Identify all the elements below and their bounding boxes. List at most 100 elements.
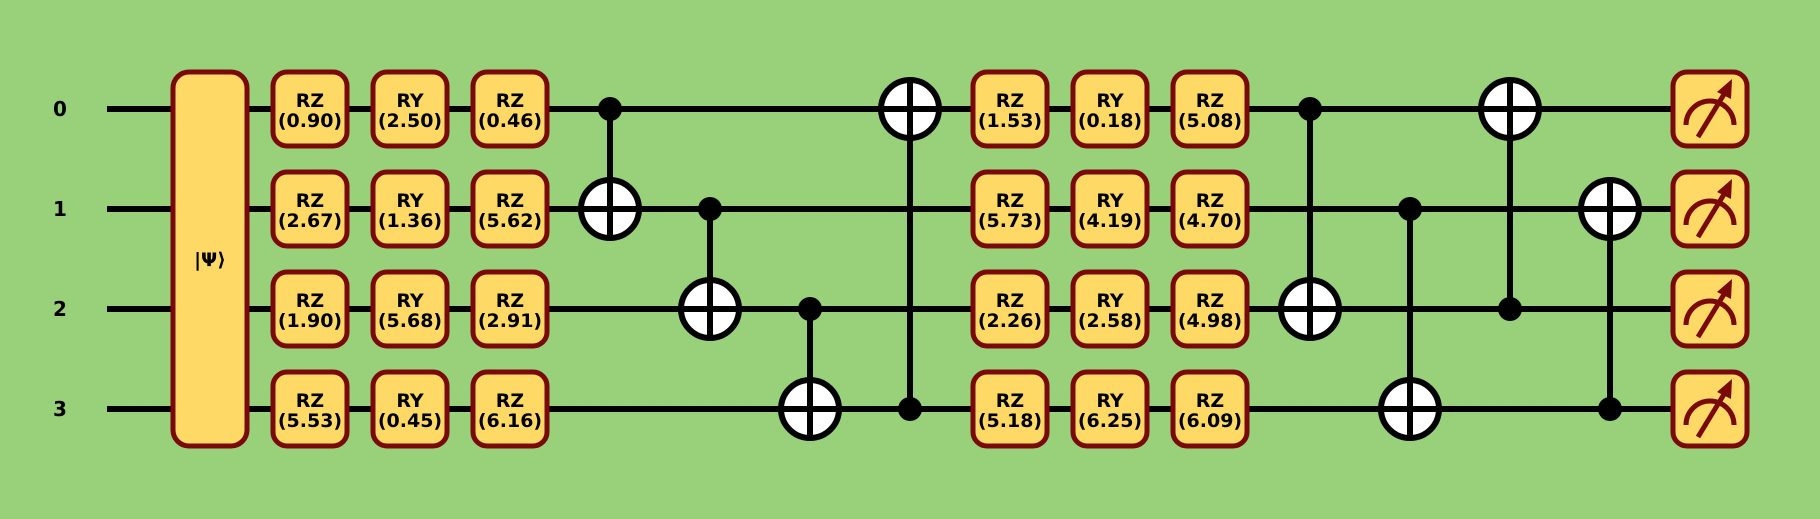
gate-box — [1170, 169, 1250, 249]
gate-rz-q2: RZ(4.98) — [1170, 269, 1250, 349]
state-prep-label: |Ψ⟩ — [194, 249, 226, 271]
gate-name: RY — [1096, 90, 1124, 112]
measurement-gate-q3 — [1670, 369, 1750, 449]
gate-box — [470, 269, 550, 349]
gate-name: RZ — [296, 190, 324, 212]
cnot-control-dot — [1298, 97, 1322, 121]
wires — [107, 106, 1745, 412]
gate-param: (5.18) — [978, 410, 1042, 432]
gate-box — [1070, 369, 1150, 449]
gate-ry-q0: RY(2.50) — [370, 69, 450, 149]
meter-arc — [1683, 298, 1737, 326]
gate-param: (5.68) — [378, 310, 442, 332]
meter-arrowhead — [1717, 79, 1732, 99]
gate-ry-q3: RY(6.25) — [1070, 369, 1150, 449]
gates: |Ψ⟩RZ(0.90)RZ(2.67)RZ(1.90)RZ(5.53)RY(2.… — [170, 69, 1750, 449]
meter-icon — [1683, 179, 1737, 239]
meter-arc — [1683, 98, 1737, 126]
gate-param: (4.19) — [1078, 210, 1142, 232]
meter-arc — [1683, 398, 1737, 426]
gate-box — [370, 269, 450, 349]
gate-rz-q2: RZ(2.91) — [470, 269, 550, 349]
meter-arc — [1683, 198, 1737, 226]
cnot-target — [678, 277, 742, 341]
qubit-label-2: 2 — [53, 297, 67, 321]
cnot-control-dot — [598, 97, 622, 121]
gate-param: (1.53) — [978, 110, 1042, 132]
meter-icon — [1683, 279, 1737, 339]
gate-name: RZ — [296, 290, 324, 312]
gate-box — [970, 69, 1050, 149]
gate-param: (5.53) — [278, 410, 342, 432]
meter-icon — [1683, 379, 1737, 439]
cnot-target — [778, 377, 842, 441]
meter-arrowhead — [1717, 179, 1732, 199]
gate-name: RZ — [996, 390, 1024, 412]
gate-box — [470, 69, 550, 149]
measurement-box — [1670, 369, 1750, 449]
cnot-connectors — [607, 109, 1613, 409]
meter-arrowhead — [1717, 279, 1732, 299]
cnot-control-dot — [798, 297, 822, 321]
gate-box — [1170, 69, 1250, 149]
gate-name: RZ — [496, 390, 524, 412]
gate-box — [270, 369, 350, 449]
gate-box — [370, 369, 450, 449]
gate-name: RY — [1096, 290, 1124, 312]
gate-rz-q1: RZ(2.67) — [270, 169, 350, 249]
gate-param: (2.91) — [478, 310, 542, 332]
gate-param: (0.18) — [1078, 110, 1142, 132]
gate-param: (5.08) — [1178, 110, 1242, 132]
gate-rz-q3: RZ(5.18) — [970, 369, 1050, 449]
gate-rz-q0: RZ(0.90) — [270, 69, 350, 149]
gate-param: (0.90) — [278, 110, 342, 132]
meter-icon — [1683, 79, 1737, 139]
gate-name: RY — [1096, 190, 1124, 212]
gate-name: RY — [396, 90, 424, 112]
measurement-gate-q0 — [1670, 69, 1750, 149]
gate-param: (5.62) — [478, 210, 542, 232]
measurement-box — [1670, 69, 1750, 149]
cnot-target — [1278, 277, 1342, 341]
gate-name: RZ — [996, 290, 1024, 312]
gate-param: (0.45) — [378, 410, 442, 432]
cnot-target — [1478, 77, 1542, 141]
gate-rz-q3: RZ(6.16) — [470, 369, 550, 449]
gate-rz-q3: RZ(6.09) — [1170, 369, 1250, 449]
state-prep-box — [170, 69, 250, 449]
gate-name: RZ — [1196, 390, 1224, 412]
gate-rz-q1: RZ(4.70) — [1170, 169, 1250, 249]
gate-box — [270, 169, 350, 249]
gate-box — [1070, 169, 1150, 249]
gate-param: (2.50) — [378, 110, 442, 132]
gate-rz-q1: RZ(5.62) — [470, 169, 550, 249]
gate-box — [270, 269, 350, 349]
gate-name: RY — [396, 390, 424, 412]
gate-box — [370, 69, 450, 149]
gate-param: (6.25) — [1078, 410, 1142, 432]
cnot-control-dot — [898, 397, 922, 421]
gate-rz-q2: RZ(2.26) — [970, 269, 1050, 349]
gate-box — [470, 169, 550, 249]
gate-rz-q3: RZ(5.53) — [270, 369, 350, 449]
gate-box — [1170, 269, 1250, 349]
gate-param: (1.90) — [278, 310, 342, 332]
gate-name: RY — [396, 290, 424, 312]
gate-param: (6.09) — [1178, 410, 1242, 432]
meter-arrowhead — [1717, 379, 1732, 399]
gate-name: RZ — [496, 290, 524, 312]
meter-needle — [1695, 389, 1729, 439]
cnot-target — [578, 177, 642, 241]
gate-ry-q0: RY(0.18) — [1070, 69, 1150, 149]
gate-box — [970, 369, 1050, 449]
gate-name: RZ — [296, 90, 324, 112]
gate-param: (4.98) — [1178, 310, 1242, 332]
cnot-target — [1578, 177, 1642, 241]
gate-param: (5.73) — [978, 210, 1042, 232]
gate-box — [270, 69, 350, 149]
gate-name: RZ — [996, 190, 1024, 212]
meter-needle — [1695, 189, 1729, 239]
gate-rz-q1: RZ(5.73) — [970, 169, 1050, 249]
gate-param: (6.16) — [478, 410, 542, 432]
